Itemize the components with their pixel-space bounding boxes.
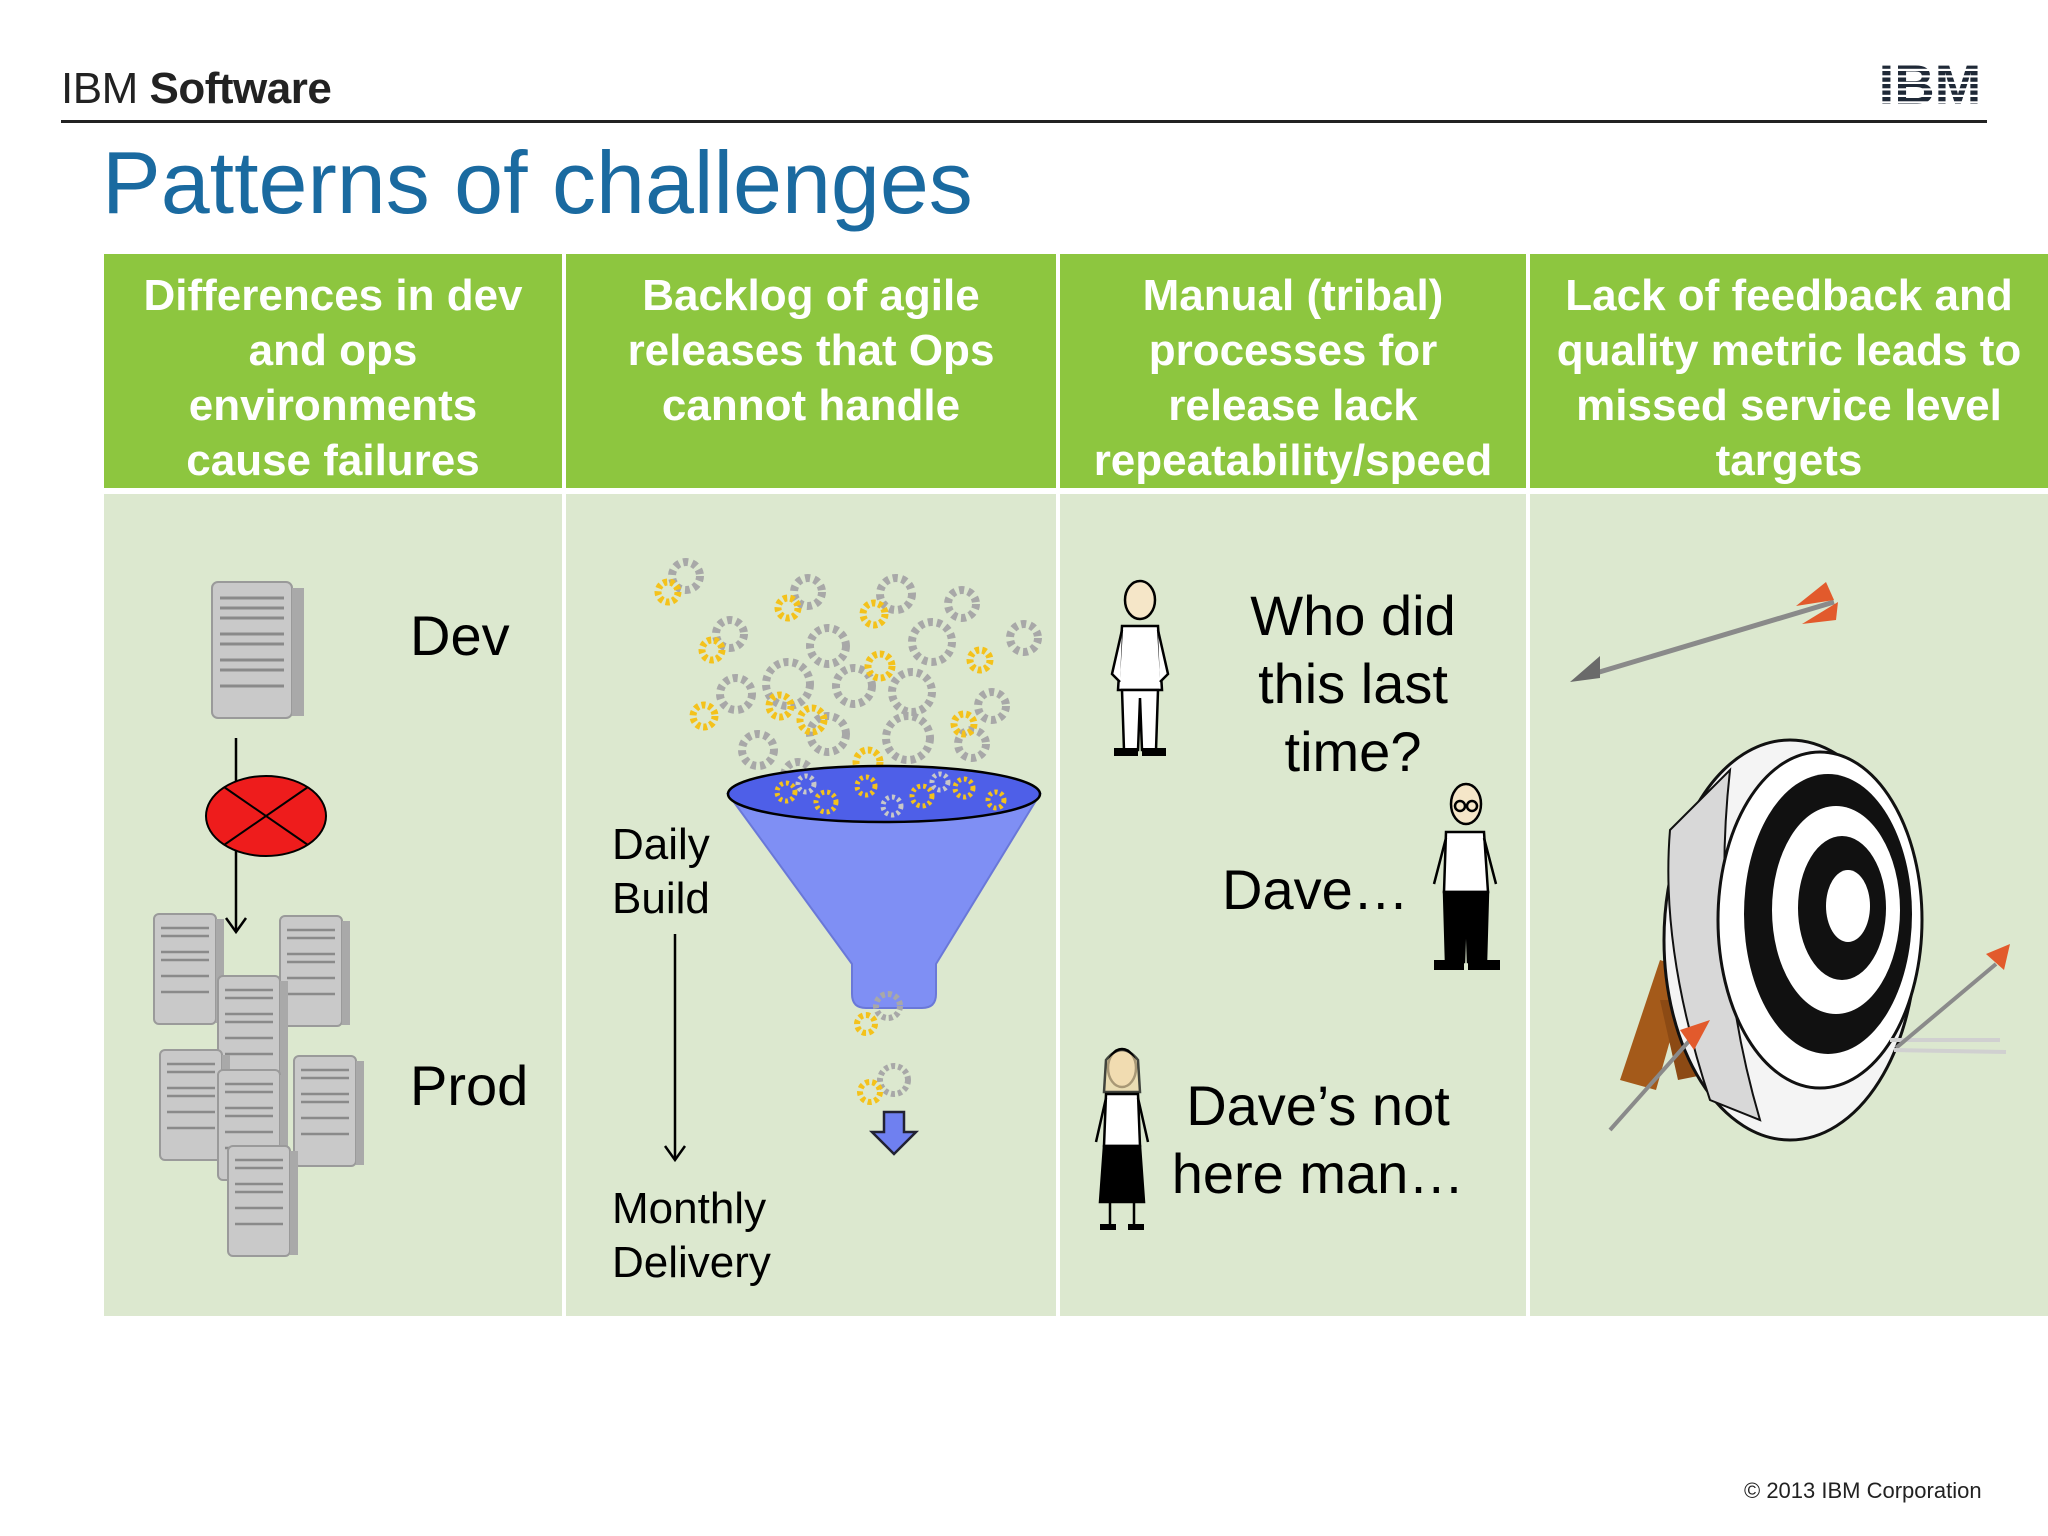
header-divider: [61, 120, 1987, 123]
dev-server-icon: [211, 581, 304, 719]
gear-output-icon: [854, 991, 920, 1156]
brand-ibm: IBM: [61, 64, 138, 113]
daily-build-label: Daily Build: [612, 820, 710, 923]
dev-label: Dev: [410, 604, 510, 667]
target-icon: [1608, 738, 2000, 1142]
page-title: Patterns of challenges: [102, 133, 973, 232]
column-heading-2: Backlog of agile releases that Ops canno…: [566, 254, 1056, 488]
ibm-logo-text: IBM: [1879, 53, 1982, 116]
person-man-icon: [1110, 579, 1170, 756]
build-timeline-arrow: [663, 934, 687, 1163]
monthly-delivery-label: Monthly Delivery: [612, 1184, 771, 1287]
answer-text: Dave…: [1222, 858, 1409, 921]
column-heading-3: Manual (tribal) processes for release la…: [1060, 254, 1526, 488]
column-heading-1: Differences in dev and ops environments …: [104, 254, 562, 488]
ibm-logo: IBM: [1870, 53, 1990, 116]
ground-arrow-icon: [1893, 944, 2010, 1054]
prod-server-cluster-icon: [152, 912, 366, 1258]
funnel-icon: [726, 764, 1042, 1009]
brand-software: Software: [149, 64, 332, 113]
prod-label: Prod: [410, 1054, 529, 1117]
person-woman-icon: [1094, 1047, 1150, 1230]
reply-text: Dave’s not here man…: [1171, 1074, 1465, 1205]
column-heading-4: Lack of feedback and quality metric lead…: [1530, 254, 2048, 488]
column-body-1: [104, 494, 562, 1316]
failure-stop-icon: [205, 775, 327, 857]
brand-wordmark: IBM Software: [61, 64, 332, 114]
person-dave-icon: [1432, 782, 1500, 970]
missed-arrow-icon: [1570, 582, 1838, 682]
question-text: Who did this last time?: [1250, 584, 1456, 783]
copyright-footer: © 2013 IBM Corporation: [1744, 1478, 1982, 1503]
